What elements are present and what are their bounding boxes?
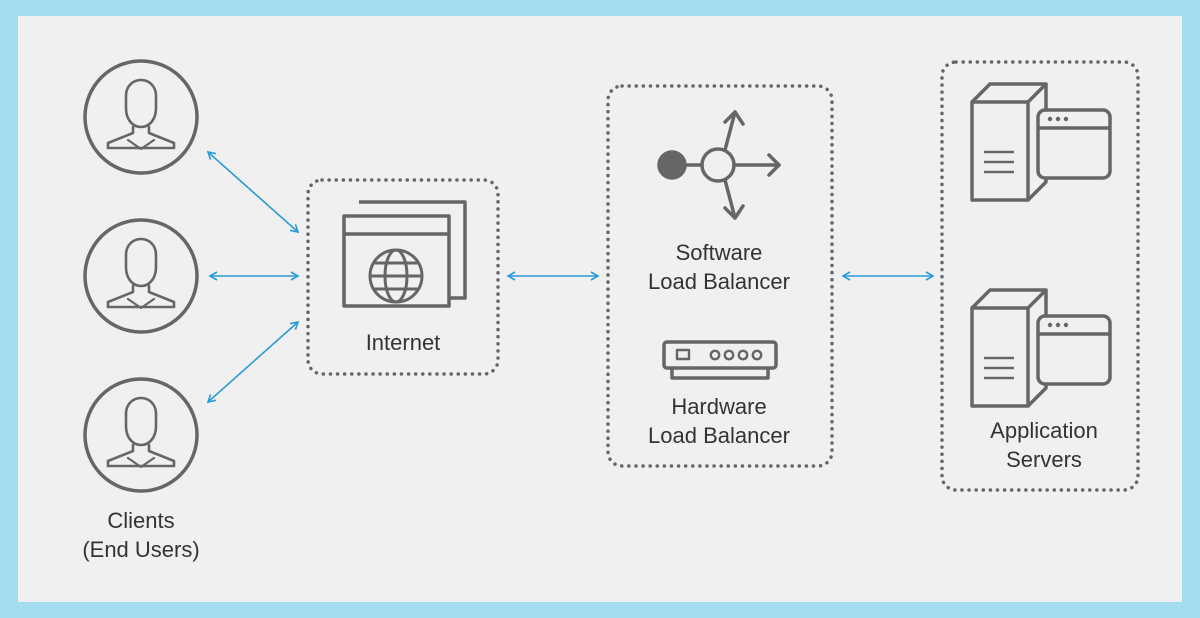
clients-label-line2: (End Users) — [82, 537, 200, 562]
browser-globe-icon — [342, 200, 467, 308]
app-servers-box — [940, 60, 1140, 492]
hardware-lb-label: Hardware Load Balancer — [609, 392, 829, 450]
arrow-client1-internet — [206, 150, 300, 234]
app-servers-label-line2: Servers — [1006, 447, 1082, 472]
diagram-graphics — [83, 59, 1140, 493]
app-servers-label-line1: Application — [990, 418, 1098, 443]
software-lb-label-line1: Software — [675, 240, 763, 265]
hardware-lb-label-line1: Hardware — [671, 394, 767, 419]
software-lb-label: Software Load Balancer — [609, 238, 829, 296]
load-balancer-box — [606, 84, 834, 468]
software-lb-label-line2: Load Balancer — [648, 269, 790, 294]
hardware-lb-label-line2: Load Balancer — [648, 423, 790, 448]
network-device-icon — [662, 340, 778, 380]
client-2-user-icon — [83, 218, 199, 334]
client-1-user-icon — [83, 59, 199, 175]
app-servers-label: Application Servers — [954, 416, 1134, 474]
arrow-client3-internet — [206, 320, 300, 404]
server-window-icon-2 — [970, 288, 1112, 408]
clients-label-line1: Clients — [107, 508, 175, 533]
internet-label-text: Internet — [365, 330, 441, 355]
routing-arrows-icon — [657, 110, 781, 220]
internet-label: Internet — [323, 328, 483, 357]
internet-box — [306, 178, 500, 376]
server-window-icon-1 — [970, 82, 1112, 202]
clients-label: Clients (End Users) — [51, 506, 231, 564]
diagram-canvas: Clients (End Users) Internet Software Lo… — [18, 16, 1182, 602]
client-3-user-icon — [83, 377, 199, 493]
